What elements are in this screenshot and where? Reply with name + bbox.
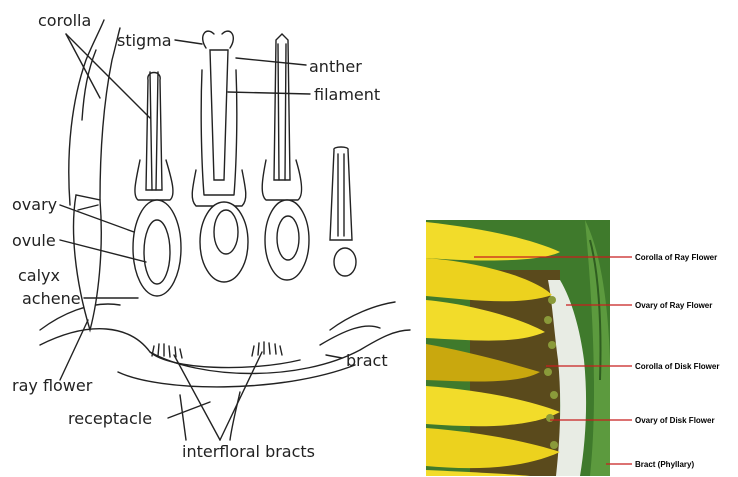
label-ovary: ovary [12,195,57,214]
disk-flower-3-drawing [262,34,309,280]
label-ovule: ovule [12,231,56,250]
disk-flower-2-drawing [192,31,248,282]
photo-label-ovary-disk: Ovary of Disk Flower [635,416,715,425]
photo-label-ovary-ray: Ovary of Ray Flower [635,301,712,310]
disk-flower-1-drawing [133,72,181,296]
label-calyx: calyx [18,266,60,285]
label-anther: anther [309,57,362,76]
sunflower-cross-section-photo: Corolla of Ray Flower Ovary of Ray Flowe… [426,220,719,476]
label-bract: bract [346,351,388,370]
label-corolla: corolla [38,11,91,30]
photo-label-corolla-disk: Corolla of Disk Flower [635,362,719,371]
label-achene: achene [22,289,81,308]
interfloral-bract-tufts [152,342,282,358]
label-filament: filament [314,85,380,104]
disk-flower-bud-drawing [330,147,356,276]
label-receptacle: receptacle [68,409,152,428]
composite-flower-line-drawing: corolla stigma anther filament ovary ovu… [12,11,410,461]
photo-label-bract: Bract (Phyllary) [635,460,694,469]
photo-label-corolla-ray: Corolla of Ray Flower [635,253,717,262]
label-stigma: stigma [117,31,172,50]
ray-flower-drawing [69,20,120,330]
label-ray-flower: ray flower [12,376,93,395]
label-interfloral-bracts: interfloral bracts [182,442,315,461]
